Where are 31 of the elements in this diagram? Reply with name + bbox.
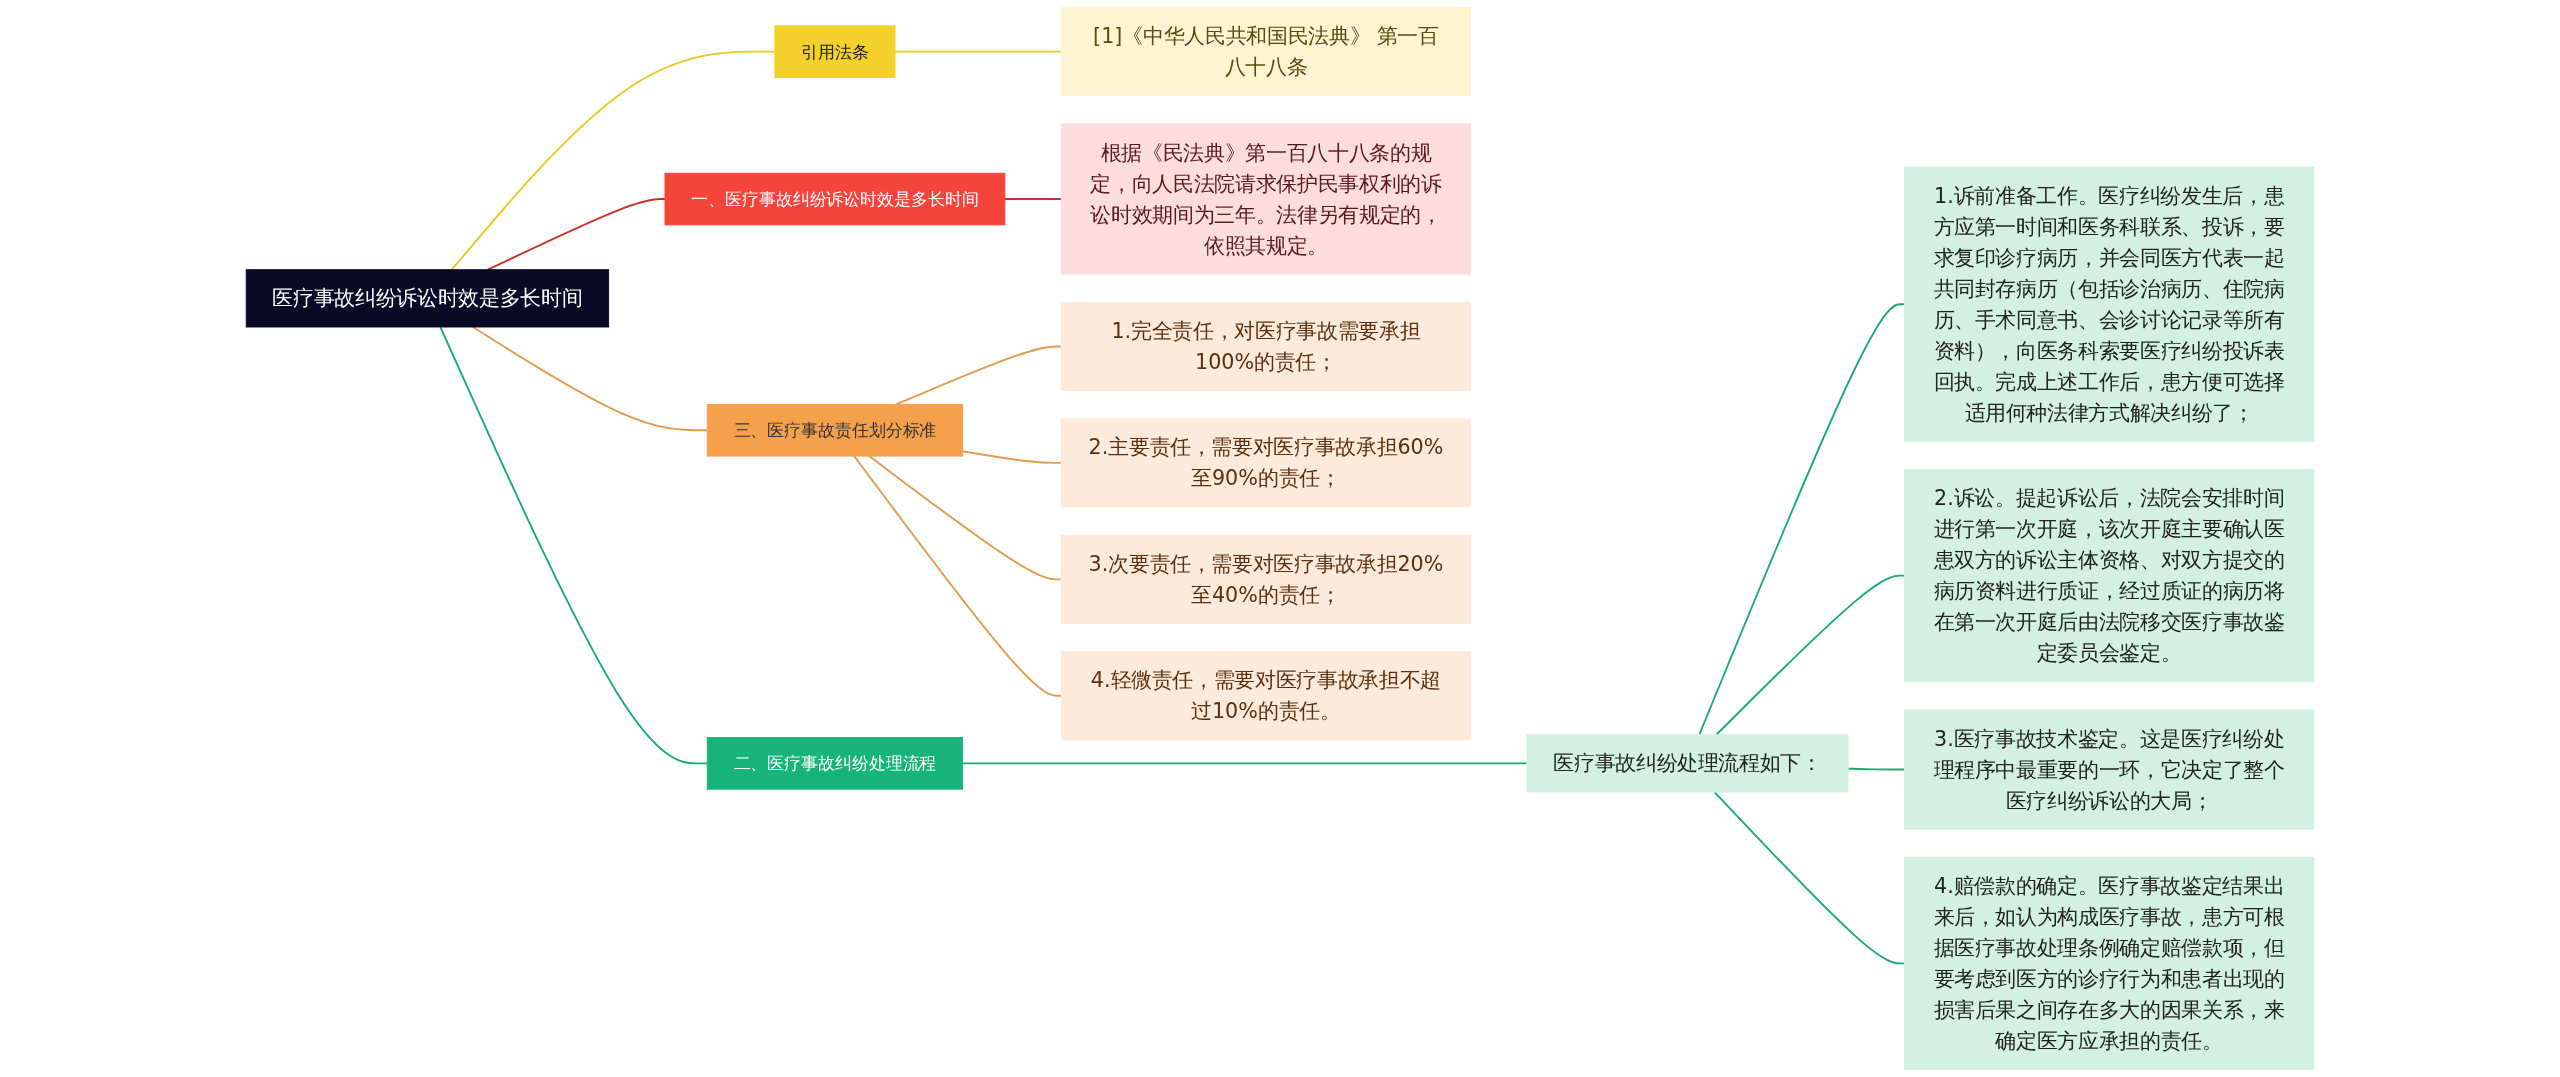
- connector: [1003, 198, 1063, 200]
- node-box: 根据《民法典》第一百八十八条的规定，向人民法院请求保护民事权利的诉讼时效期间为三年。法律另有规定的，依照其规定。: [1060, 123, 1472, 275]
- connector: [439, 326, 709, 765]
- connector: [868, 455, 1063, 581]
- node-box: 二、医疗事故纠纷处理流程: [706, 737, 964, 790]
- connector: [961, 762, 1528, 765]
- connector: [894, 50, 1063, 53]
- connector: [486, 198, 666, 271]
- node-box: 医疗事故纠纷处理流程如下：: [1526, 734, 1849, 793]
- connector: [471, 326, 709, 432]
- node-box: 4.轻微责任，需要对医疗事故承担不超过10%的责任。: [1060, 651, 1472, 741]
- node-box: 2.诉讼。提起诉讼后，法院会安排时间进行第一次开庭，该次开庭主要确认医患双方的诉讼主体资格、对双方提交的病历资料进行质证，经过质证的病历将在第一次开庭后由法院移交医疗事故鉴定委员会鉴定。: [1903, 469, 2315, 683]
- connector: [961, 450, 1063, 464]
- node-box: 引用法条: [774, 25, 896, 78]
- connector: [450, 50, 776, 271]
- connector: [1698, 303, 1906, 736]
- connector: [1713, 791, 1906, 965]
- connector: [1847, 767, 1906, 771]
- node-box: 三、医疗事故责任划分标准: [706, 404, 964, 457]
- node-box: 1.完全责任，对医疗事故需要承担100%的责任；: [1060, 301, 1472, 392]
- node-box: 医疗事故纠纷诉讼时效是多长时间: [245, 269, 610, 328]
- node-box: 3.医疗事故技术鉴定。这是医疗纠纷处理程序中最重要的一环，它决定了整个医疗纠纷诉讼的大局；: [1903, 709, 2315, 830]
- node-box: [1]《中华人民共和国民法典》 第一百八十八条: [1060, 7, 1472, 97]
- node-box: 2.主要责任，需要对医疗事故承担60%至90%的责任；: [1060, 418, 1472, 508]
- node-box: 4.赔偿款的确定。医疗事故鉴定结果出来后，如认为构成医疗事故，患方可根据医疗事故处理条例确定赔偿款项，但要考虑到医方的诊疗行为和患者出现的损害后果之间存在多大的因果关系，来确定医方应承担的责任。: [1903, 856, 2315, 1070]
- connector: [853, 455, 1063, 697]
- node-box: 一、医疗事故纠纷诉讼时效是多长时间: [664, 172, 1006, 226]
- node-box: 1.诉前准备工作。医疗纠纷发生后，患方应第一时间和医务科联系、投诉，要求复印诊疗病历，并会同医方代表一起共同封存病历（包括诊治病历、住院病历、手术同意书、会诊讨论记录等所有资料），向医务科索要医疗纠纷投诉表回执。完成上述工作后，患方便可选择适用何种法律方式解决纠纷了；: [1903, 166, 2315, 442]
- node-box: 3.次要责任，需要对医疗事故承担20%至40%的责任；: [1060, 534, 1472, 624]
- connector: [895, 345, 1063, 406]
- connector: [1715, 574, 1906, 736]
